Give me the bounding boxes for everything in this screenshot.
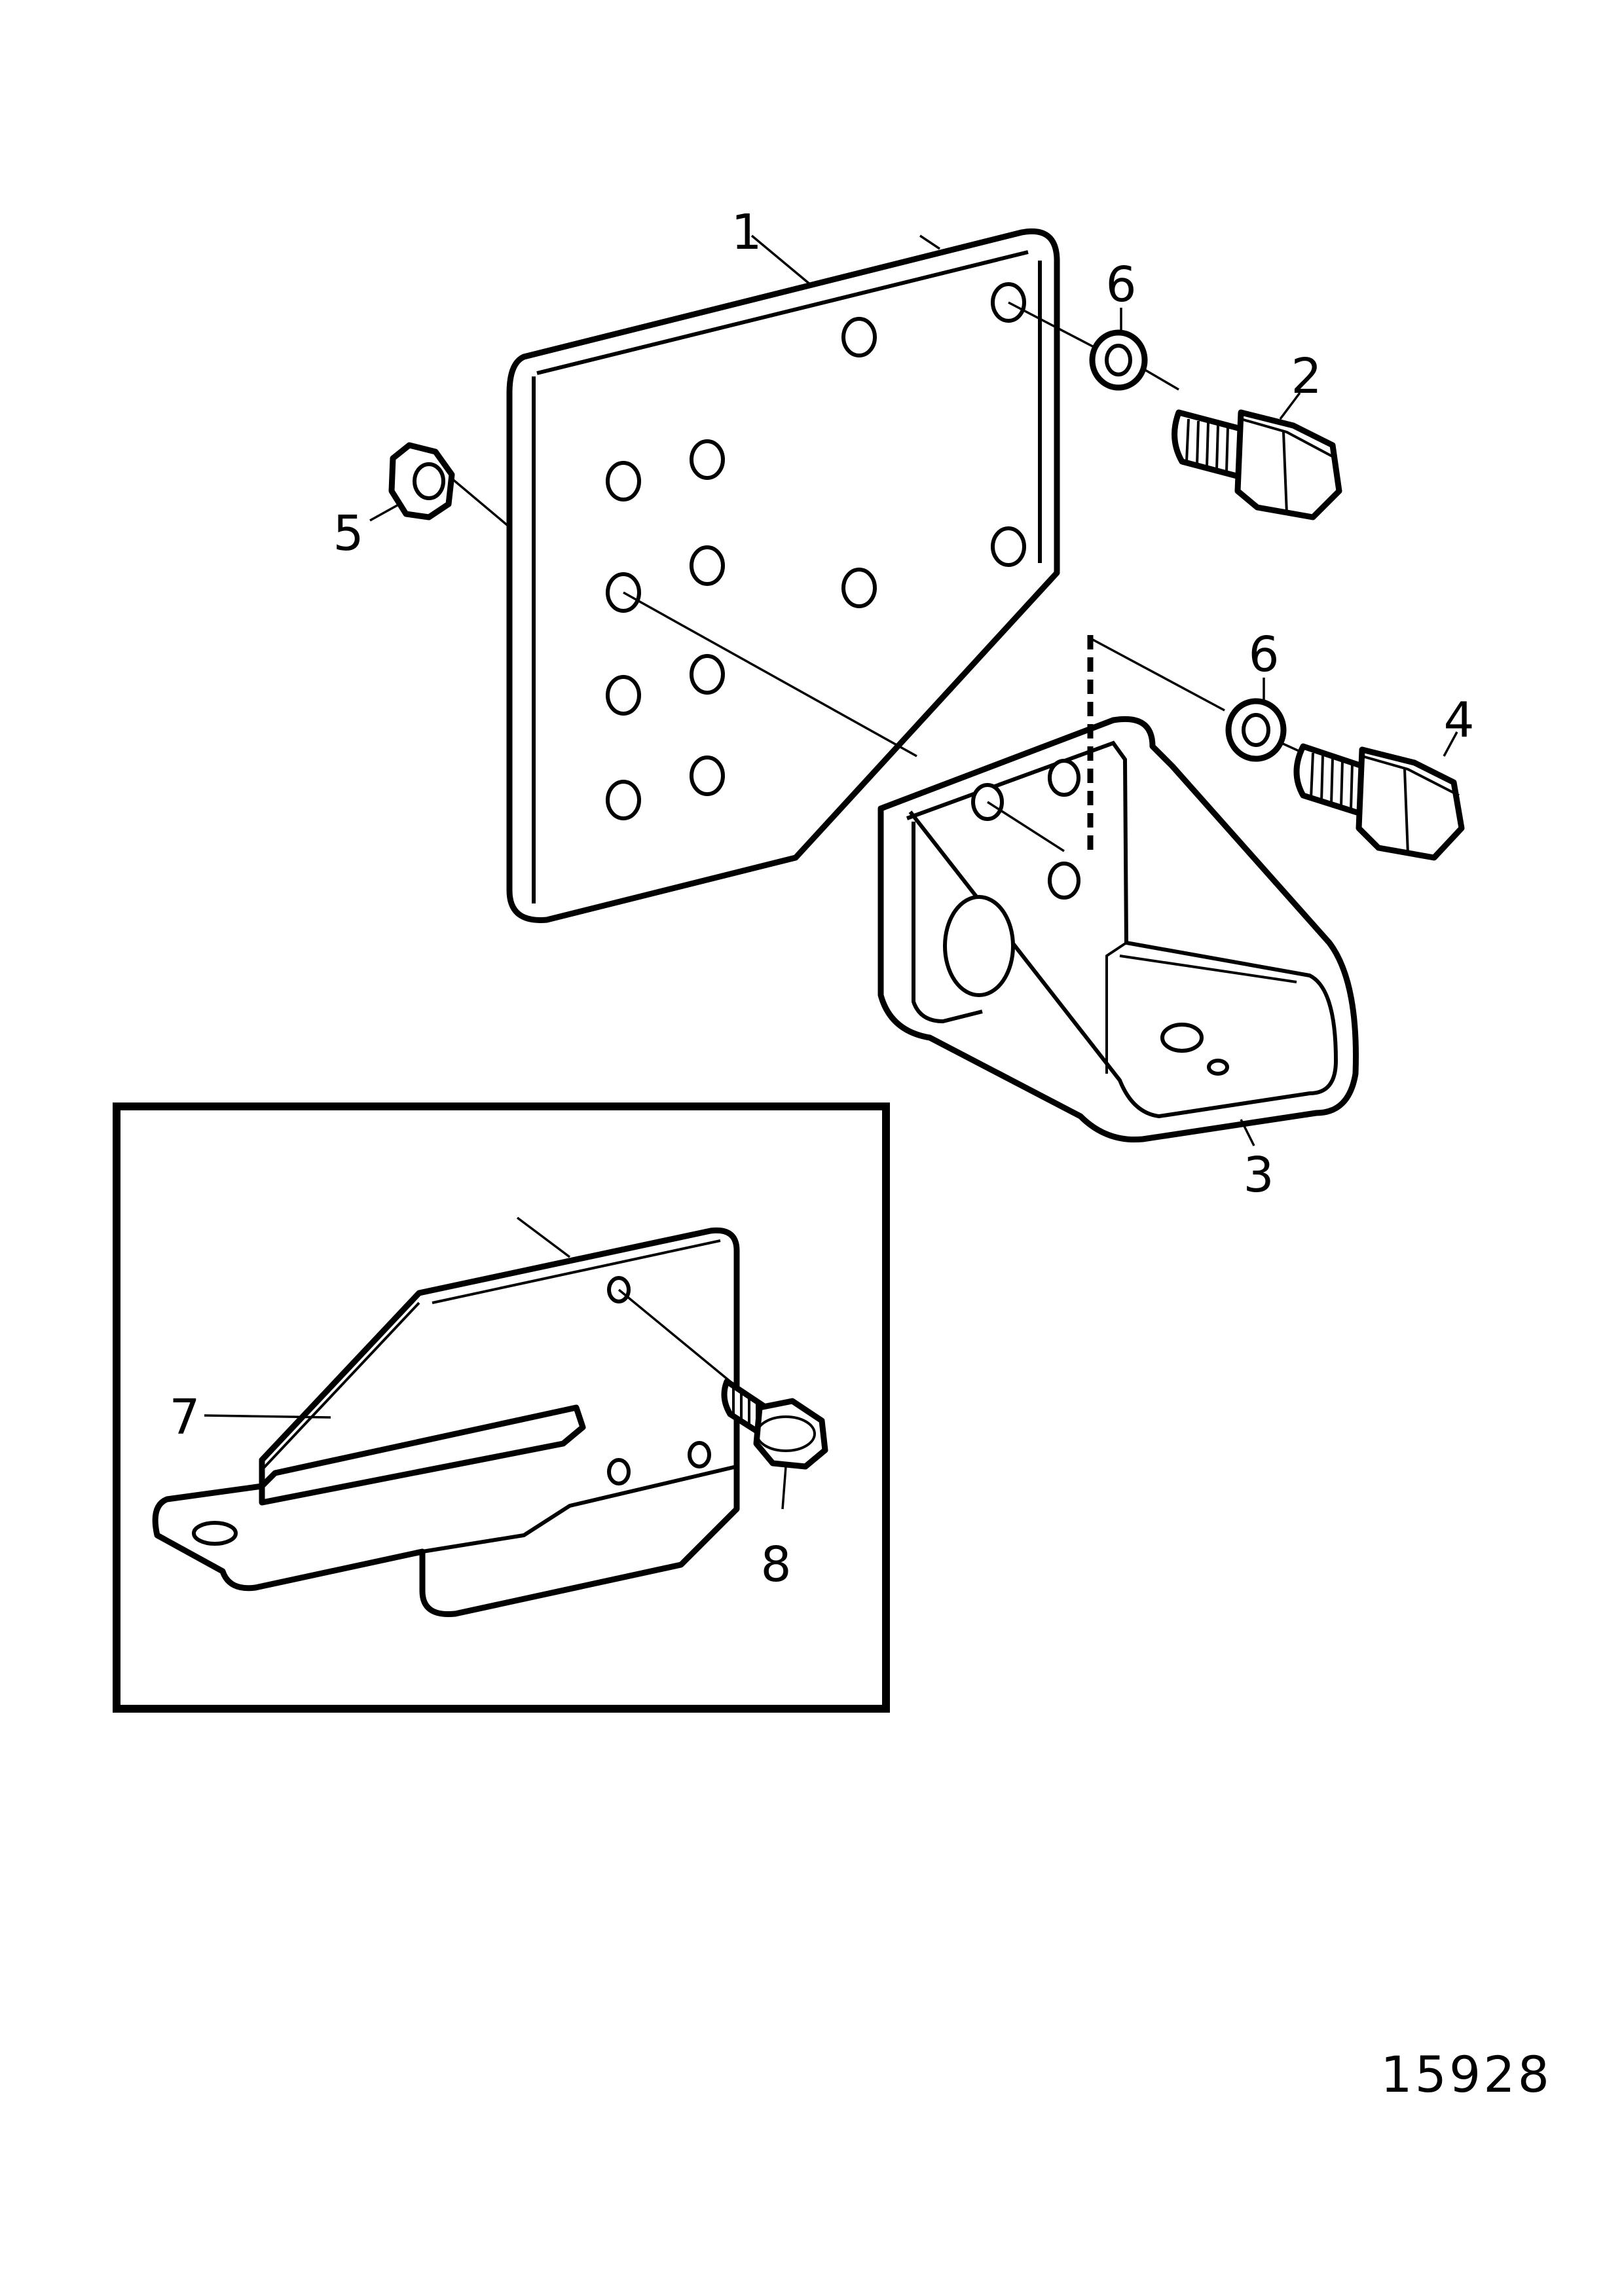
angle-bracket (877, 635, 1359, 1146)
callout-6-top: 6 (1105, 257, 1136, 313)
callout-labels: 1 2 3 4 5 6 6 7 8 (169, 204, 1474, 1593)
callout-8: 8 (760, 1537, 791, 1593)
washer-bottom (1225, 678, 1287, 762)
inset-detail-box (113, 1102, 890, 1713)
washer-top (1089, 308, 1148, 391)
hex-bolt-bottom (1293, 731, 1465, 861)
callout-4: 4 (1443, 692, 1474, 748)
callout-7: 7 (169, 1389, 200, 1446)
callout-2: 2 (1291, 348, 1321, 405)
plate-holes (606, 282, 1026, 820)
callout-6-bottom: 6 (1248, 627, 1279, 683)
mounting-plate (506, 228, 1060, 923)
callout-5: 5 (333, 505, 363, 562)
hex-bolt-top (1172, 392, 1342, 520)
hex-nut (369, 442, 455, 522)
figure-number: 15928 (1380, 2045, 1552, 2104)
callout-1: 1 (731, 204, 762, 261)
callout-3: 3 (1243, 1147, 1274, 1203)
